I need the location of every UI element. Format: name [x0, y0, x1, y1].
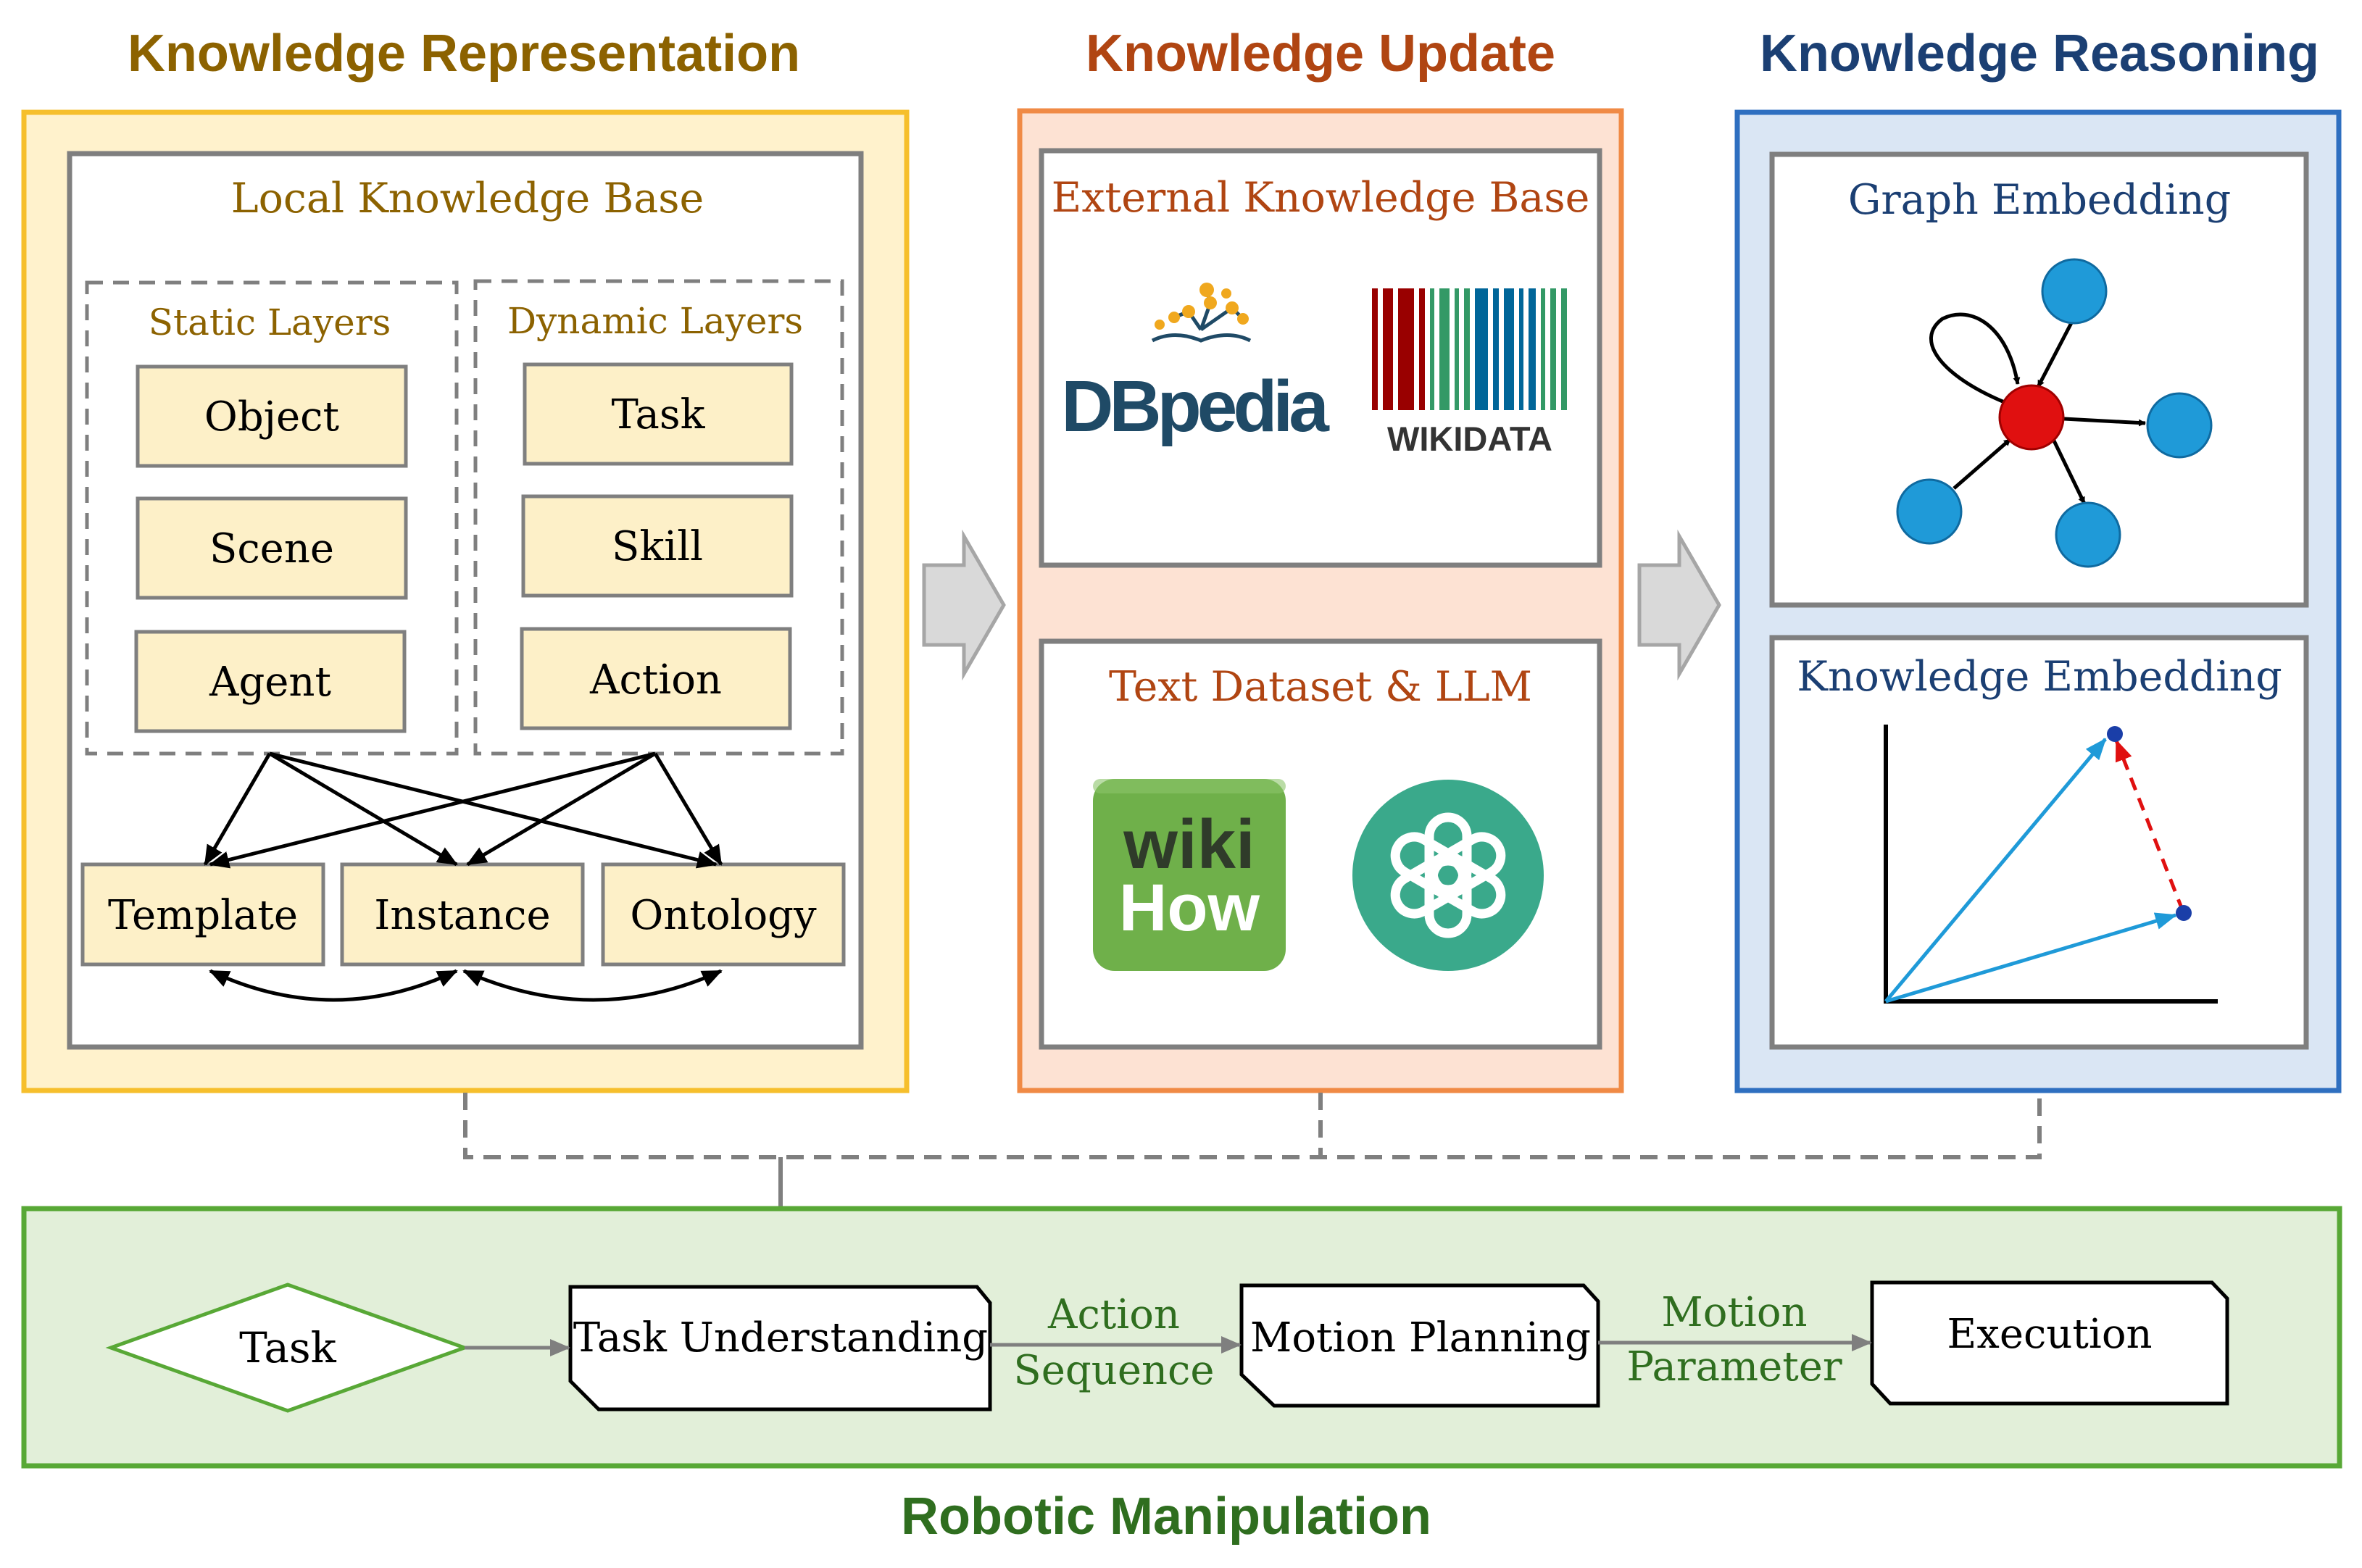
graph-node	[2146, 392, 2213, 459]
task-understanding-box	[568, 1285, 992, 1411]
ontology-box	[601, 862, 846, 967]
layer-skill-box	[521, 494, 794, 598]
layer-agent-label: Agent	[209, 659, 331, 706]
layer-task-label: Task	[611, 391, 705, 438]
arrow-right-icon	[922, 529, 1006, 681]
layer-object-box	[136, 364, 408, 468]
dbpedia-logo: DBpedia	[1061, 283, 1334, 447]
text-dataset-title: Text Dataset & LLM	[1109, 663, 1532, 711]
graph-node	[2055, 501, 2121, 568]
knowledge-embedding-title: Knowledge Embedding	[1797, 653, 2282, 701]
openai-icon	[1352, 780, 1544, 971]
update-title: Knowledge Update	[1086, 25, 1555, 83]
wikidata-logo: WIKIDATA	[1372, 288, 1567, 458]
task-understanding-label: Task Understanding	[573, 1314, 988, 1361]
layer-object-label: Object	[204, 393, 340, 441]
template-box	[80, 862, 325, 967]
graph-embedding-title: Graph Embedding	[1848, 176, 2231, 224]
wikihow-logo: wiki How	[1093, 779, 1286, 971]
graph-center-node	[1998, 384, 2065, 451]
local-kb-title: Local Knowledge Base	[231, 175, 704, 222]
dbpedia-wordmark: DBpedia	[1061, 366, 1330, 447]
motion-planning-box	[1239, 1283, 1600, 1408]
motion-parameter-label-line1: Motion	[1661, 1289, 1807, 1336]
pipeline-arrows	[465, 1334, 1872, 1356]
ontology-label: Ontology	[630, 892, 817, 939]
layer-scene-label: Scene	[209, 525, 334, 572]
layer-task-box	[523, 362, 794, 466]
layer-scene-box	[136, 496, 408, 600]
manipulation-title: Robotic Manipulation	[901, 1488, 1431, 1546]
graph-embedding-graph	[1896, 258, 2213, 568]
static-layers-title: Static Layers	[149, 301, 391, 343]
action-sequence-label-line1: Action	[1047, 1291, 1180, 1338]
action-sequence-label-line2: Sequence	[1013, 1347, 1214, 1394]
wikihow-wordmark-bottom: How	[1119, 871, 1260, 945]
section-connectors	[463, 1093, 2042, 1159]
execution-label: Execution	[1947, 1311, 2152, 1358]
layer-output-arrows	[203, 751, 723, 869]
representation-title: Knowledge Representation	[128, 25, 800, 83]
template-label: Template	[108, 892, 298, 939]
wikihow-wordmark-top: wiki	[1123, 806, 1255, 883]
motion-planning-label: Motion Planning	[1250, 1314, 1591, 1361]
graph-node	[1896, 478, 1963, 545]
reasoning-title: Knowledge Reasoning	[1760, 25, 2319, 83]
layer-action-label: Action	[589, 656, 722, 704]
knowledge-embedding-box	[1769, 635, 2309, 1050]
layer-action-box	[520, 627, 792, 730]
wikidata-wordmark: WIKIDATA	[1387, 420, 1552, 458]
graph-node	[2041, 258, 2108, 325]
layer-agent-box	[134, 630, 407, 733]
dynamic-layers-group	[473, 279, 844, 756]
layer-skill-label: Skill	[612, 523, 703, 570]
instance-box	[340, 862, 585, 967]
instance-label: Instance	[374, 892, 550, 939]
execution-box	[1870, 1280, 2229, 1406]
output-link-arrows	[209, 969, 723, 1002]
external-kb-title: External Knowledge Base	[1052, 174, 1590, 222]
knowledge-embedding-plot	[1884, 725, 2218, 1004]
arrow-right-icon	[1637, 529, 1721, 681]
dynamic-layers-title: Dynamic Layers	[507, 300, 803, 342]
motion-parameter-label-line2: Parameter	[1626, 1343, 1842, 1390]
task-label: Task	[239, 1323, 337, 1372]
